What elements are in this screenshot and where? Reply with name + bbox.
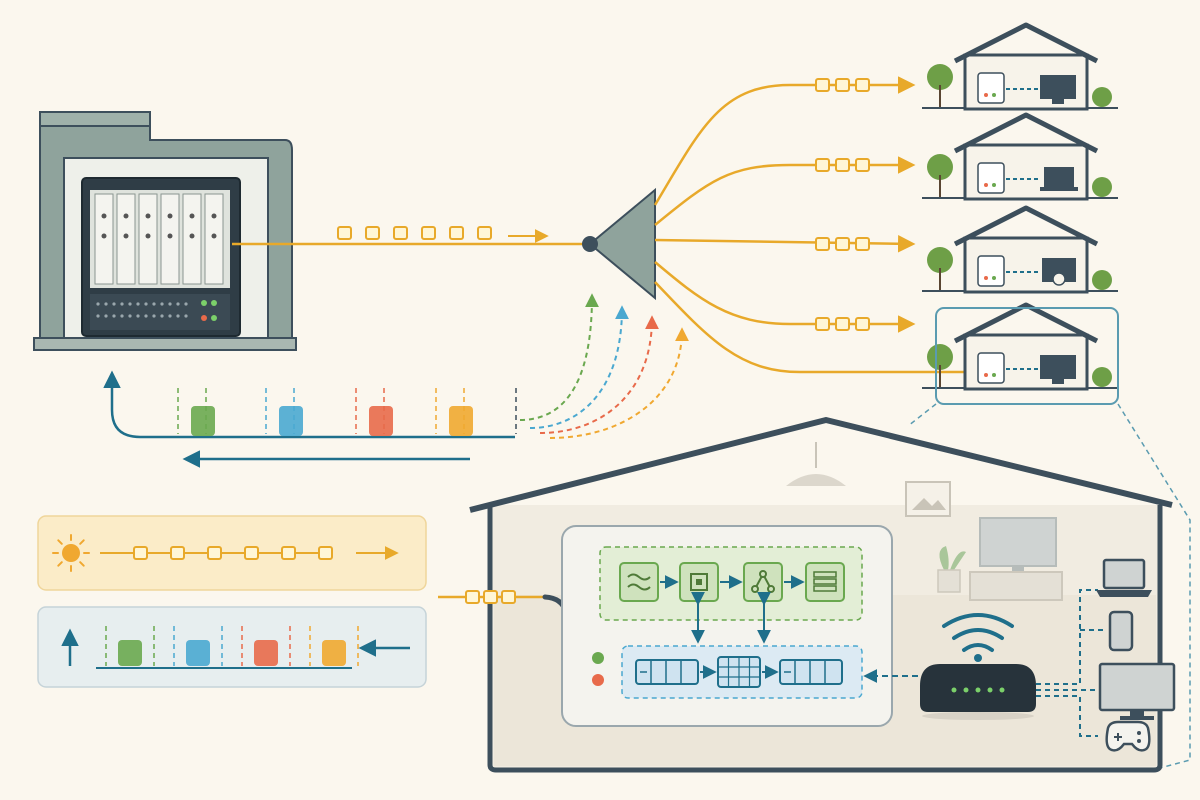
data-packet [365,226,380,240]
waveform-icon [619,562,659,602]
data-packet [133,546,148,560]
data-packet [855,78,870,92]
data-packet [835,237,850,251]
wifi-router-icon [920,613,1036,720]
gamepad-icon [1105,720,1151,752]
data-packet [815,237,830,251]
phone-icon [1108,610,1134,652]
optical-splitter-icon [582,187,656,301]
house-laptop-icon [922,112,1118,201]
chip-icon [679,562,719,602]
data-packet [855,237,870,251]
legend-downstream [37,515,427,591]
data-packet [483,590,498,604]
drop-fibers [653,76,970,374]
sun-icon [52,534,90,572]
house-desktop-icon [922,302,1118,391]
ont-unit [561,525,893,727]
data-packet [855,317,870,331]
data-packet [421,226,436,240]
legend-burst-red [254,640,278,666]
legend-upstream [37,606,427,688]
data-packet [477,226,492,240]
data-packet [815,317,830,331]
data-packet [281,546,296,560]
data-packet [815,78,830,92]
data-packet [835,158,850,172]
central-office [33,111,297,351]
data-packet [815,158,830,172]
feeder-fiber [232,226,590,246]
house-tv-icon [922,22,1118,111]
data-packet [244,546,259,560]
wavelength-burst-blue [279,406,303,436]
highlight-frame [935,307,1119,405]
data-packet [855,158,870,172]
data-packet [835,317,850,331]
monitor-icon [1098,662,1176,720]
data-packet [207,546,222,560]
stack-icon [805,562,845,602]
data-packet [337,226,352,240]
legend-burst-green [118,640,142,666]
data-packet [465,590,480,604]
server-rack-icon [81,177,241,337]
data-packet [393,226,408,240]
upstream-path [103,293,689,468]
wavelength-burst-orange [449,406,473,436]
data-packet [835,78,850,92]
wavelength-burst-green [191,406,215,436]
home-interior [438,417,1176,773]
network-node-icon [743,562,783,602]
wavelength-burst-red [369,406,393,436]
house-gamepad-icon [922,205,1118,294]
legend-burst-orange [322,640,346,666]
data-packet [318,546,333,560]
laptop-icon [1096,558,1152,597]
data-packet [501,590,516,604]
data-packet [449,226,464,240]
legend-burst-blue [186,640,210,666]
data-packet [170,546,185,560]
